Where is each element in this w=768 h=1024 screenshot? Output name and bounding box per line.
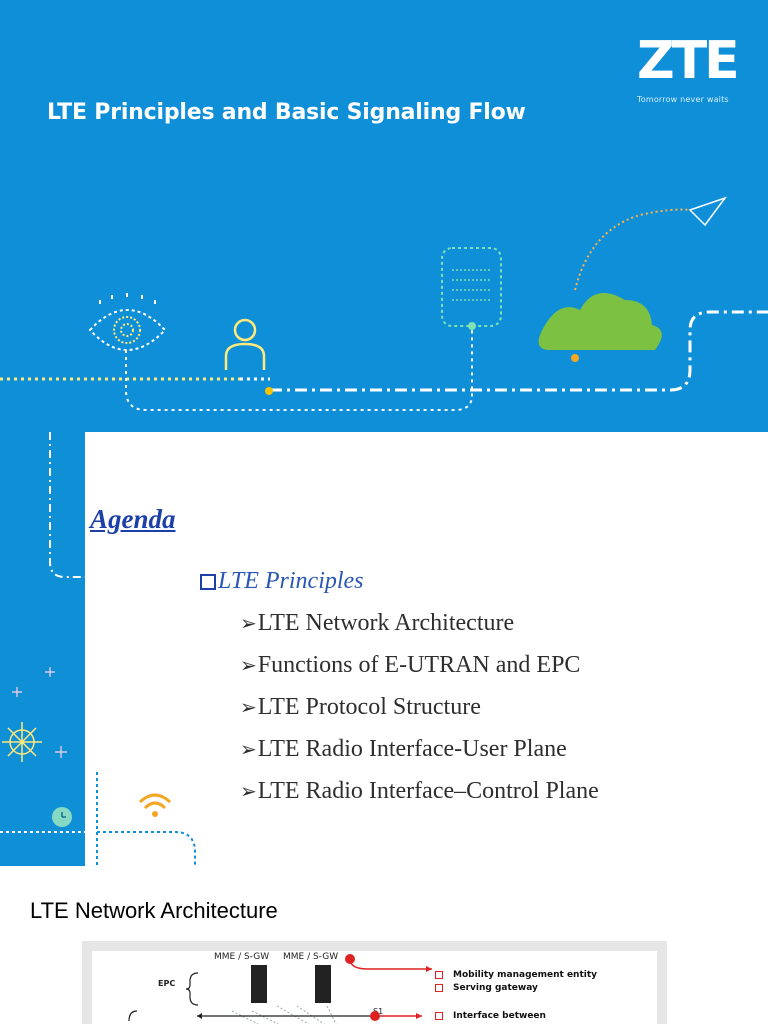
legend-item: Interface between bbox=[435, 1011, 546, 1021]
logo-tagline: Tomorrow never waits bbox=[637, 95, 729, 104]
bullet-box-icon bbox=[435, 970, 443, 979]
agenda-section-label: LTE Principles bbox=[218, 568, 364, 594]
connector-line bbox=[349, 958, 432, 970]
slide-title: LTE Principles and Basic Signaling Flow bbox=[47, 100, 526, 125]
document-icon bbox=[441, 247, 502, 330]
node-label: MME / S-GW bbox=[283, 952, 339, 962]
node-label: MME / S-GW bbox=[214, 952, 270, 962]
arrow-bullet-icon: ➢ bbox=[240, 739, 257, 761]
agenda-section: LTE Principles bbox=[200, 568, 364, 595]
arrow-bullet-icon: ➢ bbox=[240, 655, 257, 677]
cloud-icon bbox=[538, 292, 662, 362]
zte-logo: ZTE bbox=[637, 31, 740, 91]
content-panel bbox=[85, 432, 768, 866]
eye-icon bbox=[88, 293, 167, 351]
legend-item: Mobility management entity bbox=[435, 970, 597, 980]
arrow-bullet-icon: ➢ bbox=[240, 613, 257, 635]
diagram-graphics bbox=[128, 954, 432, 1024]
s1-label: S1 bbox=[373, 1007, 384, 1016]
agenda-title: Agenda bbox=[90, 504, 176, 534]
server-icon bbox=[251, 965, 267, 1003]
sparkle-icon bbox=[2, 722, 42, 762]
decorative-illustration bbox=[0, 196, 768, 411]
checkbox-icon bbox=[200, 573, 216, 590]
brace-icon bbox=[128, 1010, 138, 1022]
decorative-wifi bbox=[96, 772, 196, 866]
slide-heading: LTE Network Architecture bbox=[30, 898, 278, 923]
bullet-box-icon bbox=[435, 1011, 443, 1020]
decorative-sidebar bbox=[0, 432, 85, 833]
paper-plane-icon bbox=[688, 196, 728, 227]
agenda-item: ➢LTE Radio Interface-User Plane bbox=[240, 736, 567, 762]
bullet-box-icon bbox=[435, 983, 443, 992]
brace-icon bbox=[185, 972, 199, 1006]
person-icon bbox=[224, 318, 273, 395]
agenda-item: ➢LTE Radio Interface–Control Plane bbox=[240, 778, 599, 804]
dotted-flight-path bbox=[574, 208, 691, 291]
wifi-icon bbox=[138, 793, 172, 817]
arrow-bullet-icon: ➢ bbox=[240, 697, 257, 719]
legend-item: Serving gateway bbox=[435, 983, 538, 993]
arrow-bullet-icon: ➢ bbox=[240, 781, 257, 803]
agenda-item: ➢LTE Network Architecture bbox=[240, 610, 515, 636]
alarm-clock-icon bbox=[52, 807, 72, 827]
agenda-slide: Agenda LTE Principles ➢LTE Network Archi… bbox=[0, 432, 768, 866]
agenda-item: ➢Functions of E-UTRAN and EPC bbox=[240, 652, 581, 678]
epc-label: EPC bbox=[158, 979, 176, 988]
title-slide: LTE Principles and Basic Signaling Flow … bbox=[0, 0, 768, 432]
marker-icon bbox=[370, 1011, 380, 1021]
agenda-item: ➢LTE Protocol Structure bbox=[240, 694, 481, 720]
architecture-slide: LTE Network Architecture MME / S-GW MME … bbox=[0, 866, 768, 1024]
server-icon bbox=[315, 965, 331, 1003]
